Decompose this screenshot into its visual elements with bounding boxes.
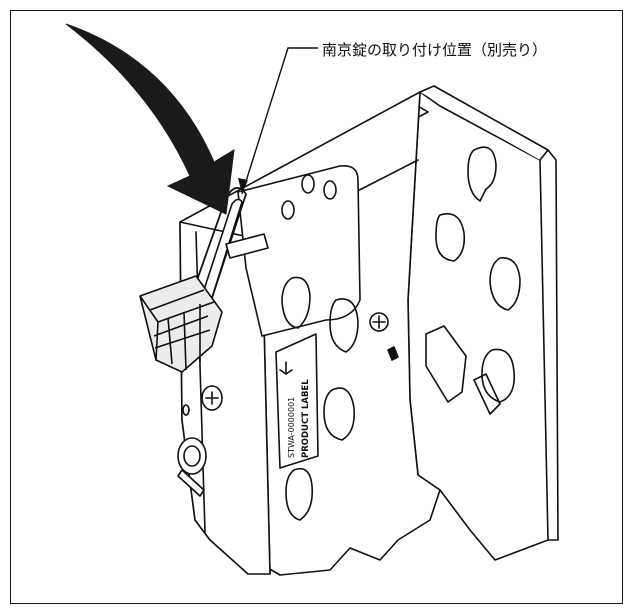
keyhole-slot xyxy=(435,213,466,262)
pointing-arrow xyxy=(65,23,235,215)
keyhole-slot xyxy=(425,325,467,403)
padlock xyxy=(139,275,223,373)
plate-hole xyxy=(301,174,315,194)
keyhole-slot xyxy=(281,276,311,329)
callout-leader xyxy=(241,47,318,195)
keyhole-slot xyxy=(481,348,516,403)
keyhole-slot xyxy=(467,146,497,202)
keyhole-slot xyxy=(285,467,314,521)
label-part-number: STWA-0000001 xyxy=(287,397,296,458)
product-label-plate xyxy=(275,333,319,469)
lock-position-callout: 南京錠の取り付け位置（別売り） xyxy=(322,41,548,59)
keyhole-slot xyxy=(323,387,356,441)
label-product-text: PRODUCT LABEL xyxy=(301,379,311,458)
plate-hole xyxy=(281,200,295,220)
hinged-lock-plate xyxy=(237,164,361,337)
keyhole-slot xyxy=(489,257,521,311)
keyhole-slot xyxy=(329,298,359,353)
plate-hole xyxy=(323,180,337,200)
